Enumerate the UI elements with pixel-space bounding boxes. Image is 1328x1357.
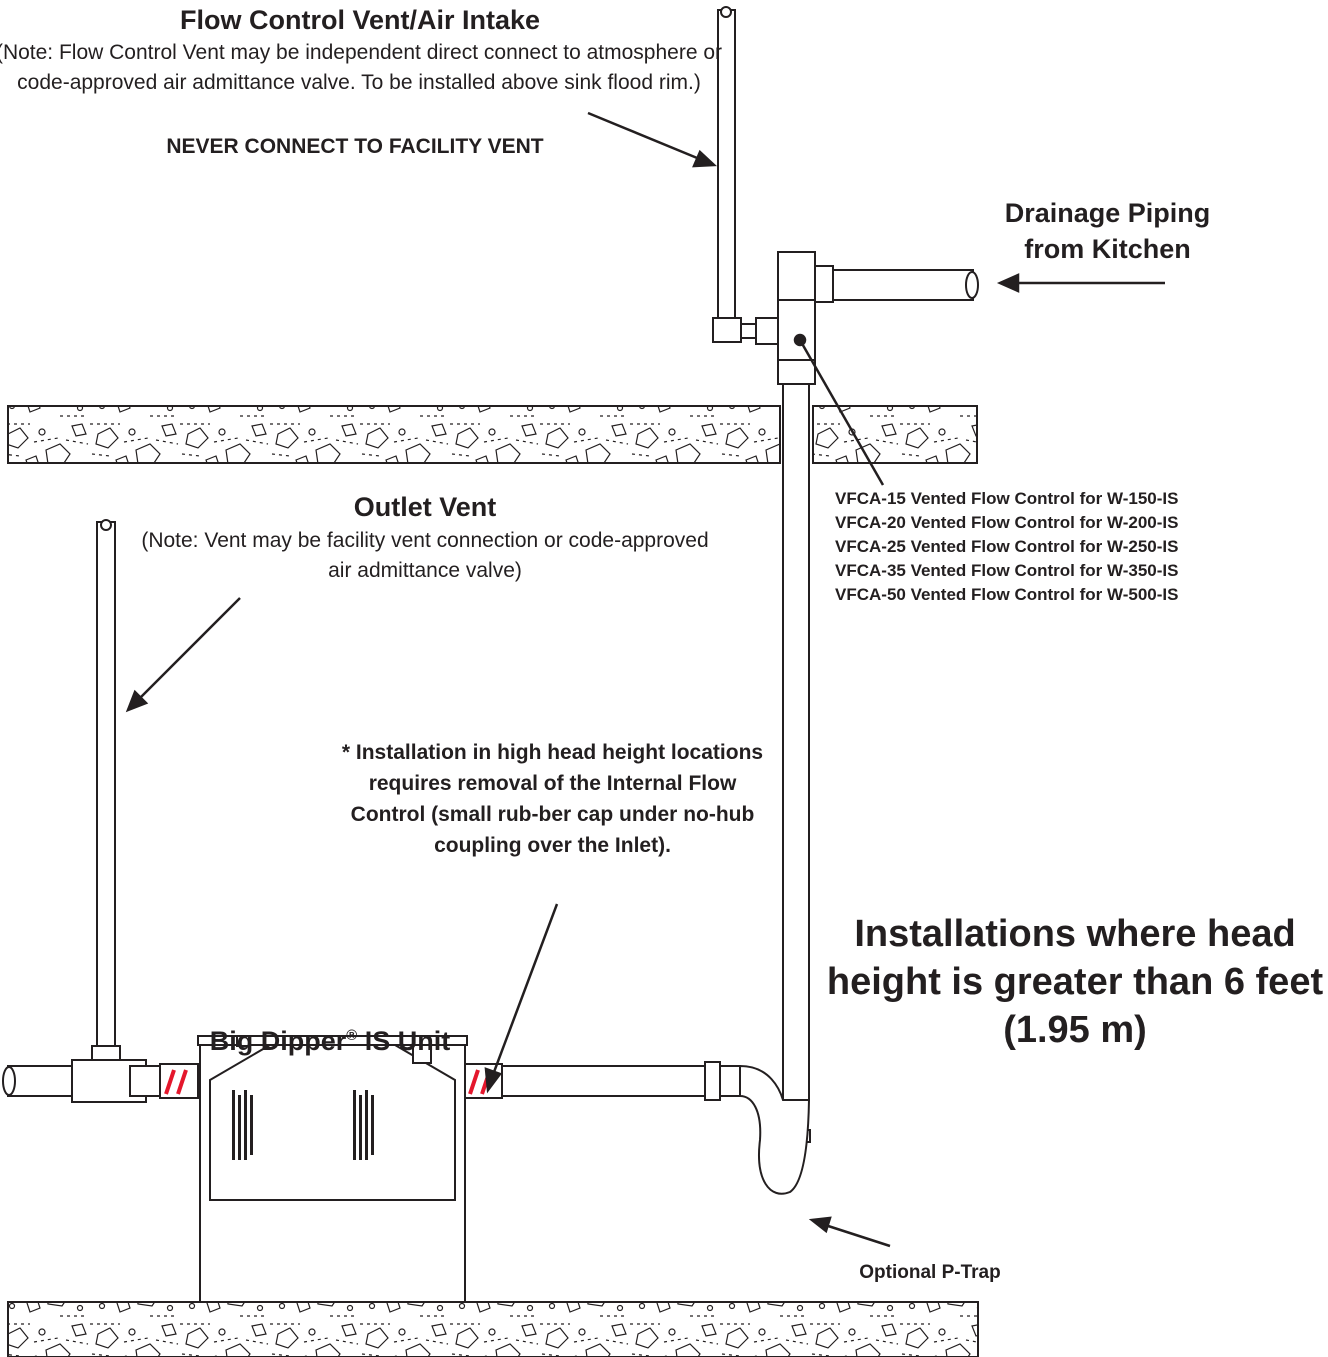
p-trap <box>739 1064 811 1195</box>
unit-markings <box>232 1090 374 1160</box>
flow-vent-note: (Note: Flow Control Vent may be independ… <box>0 41 723 94</box>
outlet-vent-note: (Note: Vent may be facility vent connect… <box>141 529 709 582</box>
outlet-vent-title: Outlet Vent <box>353 492 497 522</box>
vfca-leader <box>798 339 885 486</box>
unit-suffix: IS Unit <box>357 1026 451 1056</box>
flow-vent-title: Flow Control Vent/Air Intake <box>179 5 541 35</box>
vfca-models-list: VFCA-15 Vented Flow Control for W-150-IS… <box>835 487 1178 607</box>
inlet-piping <box>463 1061 811 1195</box>
vent-elbow <box>712 317 742 343</box>
outlet-vent-pipe <box>91 519 121 1061</box>
leader-lines <box>125 111 1165 1248</box>
vented-flow-control-assembly <box>775 251 979 1143</box>
installations-heading: Installations where head height is great… <box>826 913 1324 1051</box>
outlet-coupling-stripes <box>164 1069 188 1095</box>
outlet-vent-arrow <box>137 597 241 701</box>
flow-control-vent-pipe <box>712 6 781 345</box>
vfca-model: VFCA-20 Vented Flow Control for W-200-IS <box>835 513 1179 532</box>
vented-flow-control-body <box>777 251 816 385</box>
vertical-drain-pipe <box>782 379 810 1101</box>
vfca-model: VFCA-50 Vented Flow Control for W-500-IS <box>835 585 1179 604</box>
kitchen-drain-pipe <box>832 269 974 301</box>
registered-mark: ® <box>346 1028 358 1044</box>
outlet-piping <box>2 1059 209 1103</box>
high-head-arrow <box>489 903 559 1081</box>
flow-vent-arrow <box>587 111 703 162</box>
big-dipper-unit <box>197 1035 468 1303</box>
lower-concrete-slab <box>7 1301 979 1357</box>
p-trap-label: Optional P-Trap <box>859 1262 1001 1283</box>
upper-concrete-slab <box>7 405 978 464</box>
vent-pipe-open-end <box>720 6 732 18</box>
unit-name-label: Big Dipper® IS Unit <box>180 1025 480 1057</box>
vfca-model: VFCA-35 Vented Flow Control for W-350-IS <box>835 561 1179 580</box>
drainage-piping-label: Drainage Piping from Kitchen <box>1004 198 1211 264</box>
flow-vent-warning: NEVER CONNECT TO FACILITY VENT <box>166 135 544 158</box>
outlet-tee <box>91 1045 121 1061</box>
high-head-note: * Installation in high head height locat… <box>341 741 764 857</box>
p-trap-arrow <box>821 1222 891 1248</box>
vfca-model: VFCA-25 Vented Flow Control for W-250-IS <box>835 537 1179 556</box>
unit-name: Big Dipper <box>209 1026 347 1056</box>
vfca-model: VFCA-15 Vented Flow Control for W-150-IS <box>835 489 1179 508</box>
